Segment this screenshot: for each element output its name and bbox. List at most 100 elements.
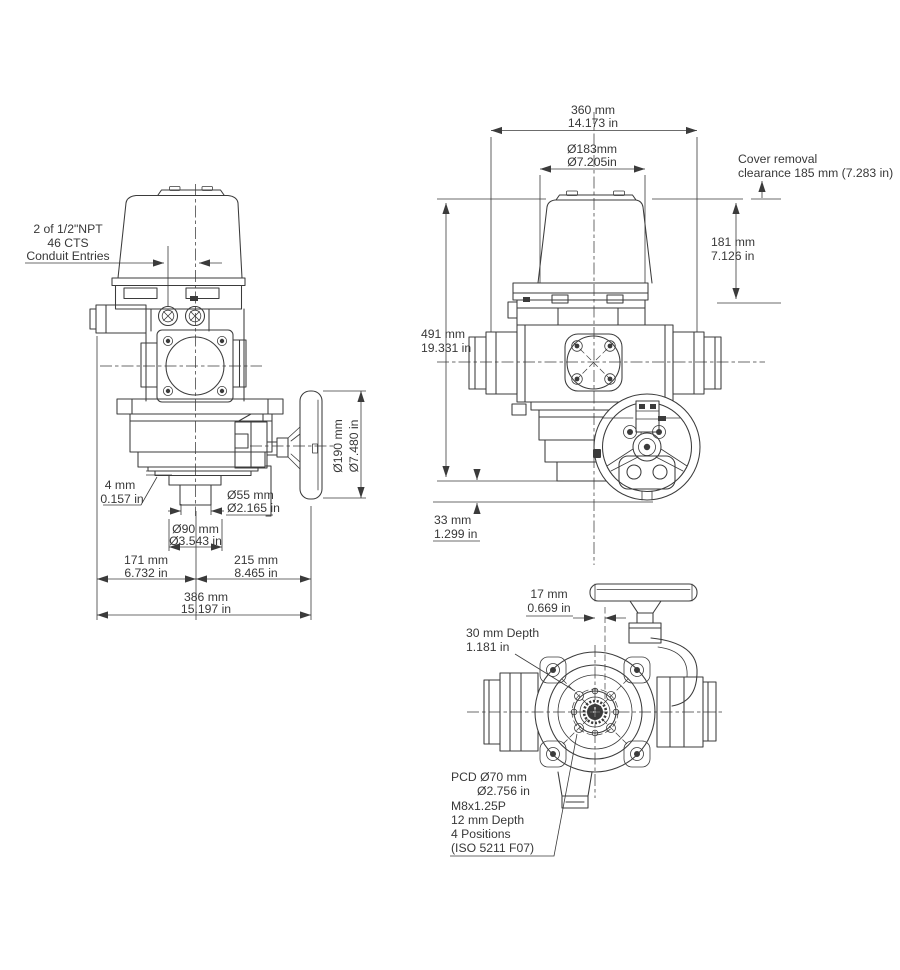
cover-removal-line2: clearance 185 mm (7.283 in) — [738, 166, 893, 180]
front-view: 360 mm 14.173 in Ø183mm Ø7.205in Cover r… — [421, 103, 893, 565]
side-view: 2 of 1/2"NPT 46 CTS Conduit Entries 4 mm… — [25, 184, 366, 620]
conduit-note-line2: 46 CTS — [47, 236, 88, 250]
hub-outer — [632, 432, 662, 462]
dim-4mm-label: 4 mm — [105, 478, 135, 492]
declutch-mark — [639, 404, 645, 409]
leader-depth — [514, 653, 576, 692]
lug-bolts — [546, 663, 644, 761]
flange-bore — [165, 336, 225, 396]
gearbox-base — [116, 398, 284, 506]
terminal-box — [111, 277, 246, 310]
hub-inner — [638, 438, 656, 456]
dim-d190in-label: Ø7.480 in — [347, 420, 361, 473]
terminal-box-mark — [190, 296, 198, 301]
dim-d55mm-label: Ø55 mm — [227, 488, 274, 502]
dim-215in-label: 8.465 in — [234, 566, 277, 580]
spoke-plate — [618, 455, 676, 490]
dim-360mm-label: 360 mm — [571, 103, 615, 117]
dim-171in-label: 6.732 in — [124, 566, 167, 580]
handwheel-rim — [299, 390, 323, 500]
cover-rim — [512, 282, 649, 304]
flange-note-line4: 12 mm Depth — [451, 813, 524, 827]
cover-bump — [201, 186, 213, 191]
dim-386in-label: 15.197 in — [181, 602, 231, 616]
flange-bolts — [162, 335, 227, 396]
dim-d190mm-label: Ø190 mm — [331, 419, 345, 473]
flange-note-line5: 4 Positions — [451, 827, 511, 841]
terminal-box — [507, 299, 646, 326]
dim-360in-label: 14.173 in — [568, 116, 618, 130]
lever-mark — [593, 449, 601, 458]
ext-lines — [433, 137, 781, 503]
housing-bolt-center — [627, 429, 633, 435]
handwheel-bar-lines — [594, 583, 693, 602]
handwheel-bracket — [234, 413, 289, 517]
declutch-lines — [602, 410, 681, 501]
bottom-view: 17 mm 0.669 in 30 mm Depth 1.181 in PCD … — [450, 583, 723, 857]
cover-bump — [169, 186, 181, 191]
dim-386mm-label: 386 mm — [184, 590, 228, 604]
tapped-holes — [574, 691, 616, 733]
handwheel-stem — [628, 600, 662, 644]
flange-note-line2: Ø2.756 in — [477, 784, 530, 798]
flange-note-line1: PCD Ø70 mm — [451, 770, 527, 784]
body-outline — [89, 304, 247, 402]
dim-181in-label: 7.126 in — [711, 249, 754, 263]
cover-outline — [117, 189, 243, 279]
depth-note-line1: 30 mm Depth — [466, 626, 539, 640]
hub-center — [643, 443, 651, 451]
dim-491mm-label: 491 mm — [421, 327, 465, 341]
corner-lugs — [539, 656, 651, 768]
dim-4in-label: 0.157 in — [100, 492, 143, 506]
worm-housing — [650, 637, 698, 707]
dim-491in-label: 19.331 in — [421, 341, 471, 355]
dim-17in-label: 0.669 in — [527, 601, 570, 615]
flange-diagonal-centerlines — [572, 341, 615, 384]
dim-33in-label: 1.299 in — [434, 527, 477, 541]
housing-bolt-center — [656, 429, 662, 435]
dim-d183mm-label: Ø183mm — [567, 142, 617, 156]
terminal-box-mark — [523, 297, 530, 302]
leader-4mm — [103, 476, 158, 506]
dim-d90in-label: Ø3.543 in — [169, 534, 222, 548]
conduit-boss-left — [468, 331, 518, 395]
bottom-boss — [557, 771, 593, 809]
plate-hole — [652, 464, 668, 480]
conduit-note-line3: Conduit Entries — [26, 249, 109, 263]
dim-d55in-label: Ø2.165 in — [227, 501, 280, 515]
conduit-entry-left — [157, 305, 179, 327]
mounting-flange-plate — [156, 329, 234, 403]
dim-d90mm-label: Ø90 mm — [172, 522, 219, 536]
declutch-mark — [658, 416, 666, 421]
flange-note-line6: (ISO 5211 F07) — [451, 841, 534, 855]
plate-hole — [626, 464, 642, 480]
handwheel-rim-tick — [312, 443, 318, 454]
cover-bump — [566, 190, 578, 196]
conduit-note-line1: 2 of 1/2"NPT — [33, 222, 103, 236]
dim-33mm-label: 33 mm — [434, 513, 471, 527]
depth-note-line2: 1.181 in — [466, 640, 509, 654]
cover-outline — [537, 194, 653, 284]
flange-bolts — [571, 340, 616, 385]
conduit-boss-right — [672, 331, 722, 395]
conduit-entry-right — [184, 305, 206, 327]
housing-bolt — [652, 425, 666, 439]
output-flange-circle — [566, 335, 621, 390]
declutch-mark — [650, 404, 656, 409]
leader-flange-note — [450, 733, 578, 857]
output-flange-plate — [564, 333, 623, 392]
worm-housing-inner — [657, 646, 688, 678]
dim-d183in-label: Ø7.205in — [567, 155, 616, 169]
handwheel-front — [593, 393, 701, 501]
dim-17mm-label: 17 mm — [530, 587, 567, 601]
housing-bolt — [623, 425, 637, 439]
dim-171mm-label: 171 mm — [124, 553, 168, 567]
cover-removal-line1: Cover removal — [738, 152, 817, 166]
cover-bump — [613, 190, 625, 196]
handwheel-spokes — [287, 426, 301, 470]
flange-note-line3: M8x1.25P — [451, 799, 506, 813]
handwheel-bar — [589, 583, 698, 602]
dim-181mm-label: 181 mm — [711, 235, 755, 249]
